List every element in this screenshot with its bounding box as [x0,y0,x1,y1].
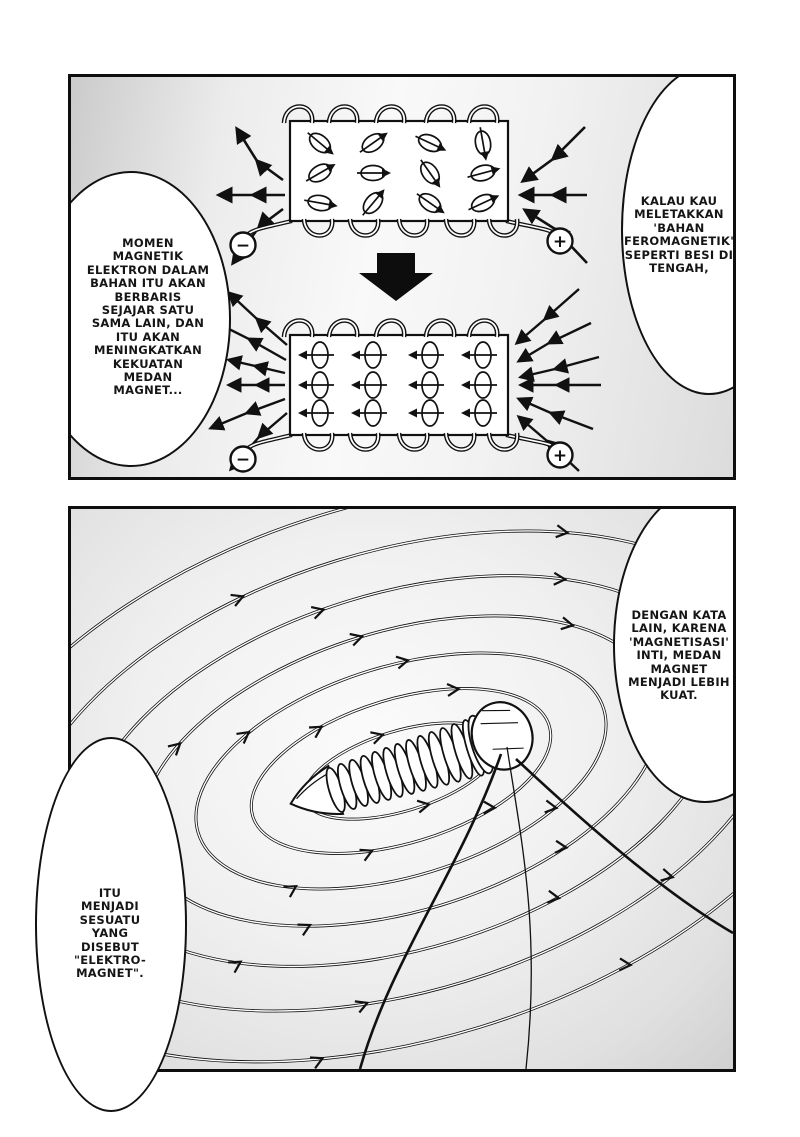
solenoid-diagram-before: − + [215,104,588,266]
panel-solenoid: − + [68,74,736,480]
speech-bubble-momen-magnetik-text: MOMEN MAGNETIK ELEKTRON DALAM BAHAN ITU … [86,236,210,398]
speech-bubble-elektromagnet: ITU MENJADI SESUATU YANG DISEBUT "ELEKTR… [35,737,187,1112]
coil-wires [358,746,733,1069]
coil-loops [281,104,520,238]
solenoid-diagram-after: − + [208,288,601,473]
speech-bubble-elektromagnet-text: ITU MENJADI SESUATU YANG DISEBUT "ELEKTR… [73,886,147,981]
terminal-plus-label: + [553,446,567,466]
speech-bubble-dengan-kata-lain-text: DENGAN KATA LAIN, KARENA 'MAGNETISASI' I… [628,608,730,703]
field-fan-right [514,288,601,472]
terminal-minus-label: − [236,450,250,470]
screw-core [289,701,534,815]
terminal-minus: − [229,445,257,473]
solenoid-diagrams: − + [208,104,601,473]
terminal-plus: + [546,227,574,255]
terminal-minus-label: − [236,236,250,256]
terminal-plus-label: + [553,232,567,252]
speech-bubble-kalau-kau-text: KALAU KAU MELETAKKAN 'BAHAN FEROMAGNETIK… [623,194,735,276]
terminal-minus: − [229,231,257,259]
down-arrow [359,253,433,301]
terminal-plus: + [546,441,574,469]
coil-loops [281,318,520,452]
speech-bubble-momen-magnetik [71,171,231,467]
